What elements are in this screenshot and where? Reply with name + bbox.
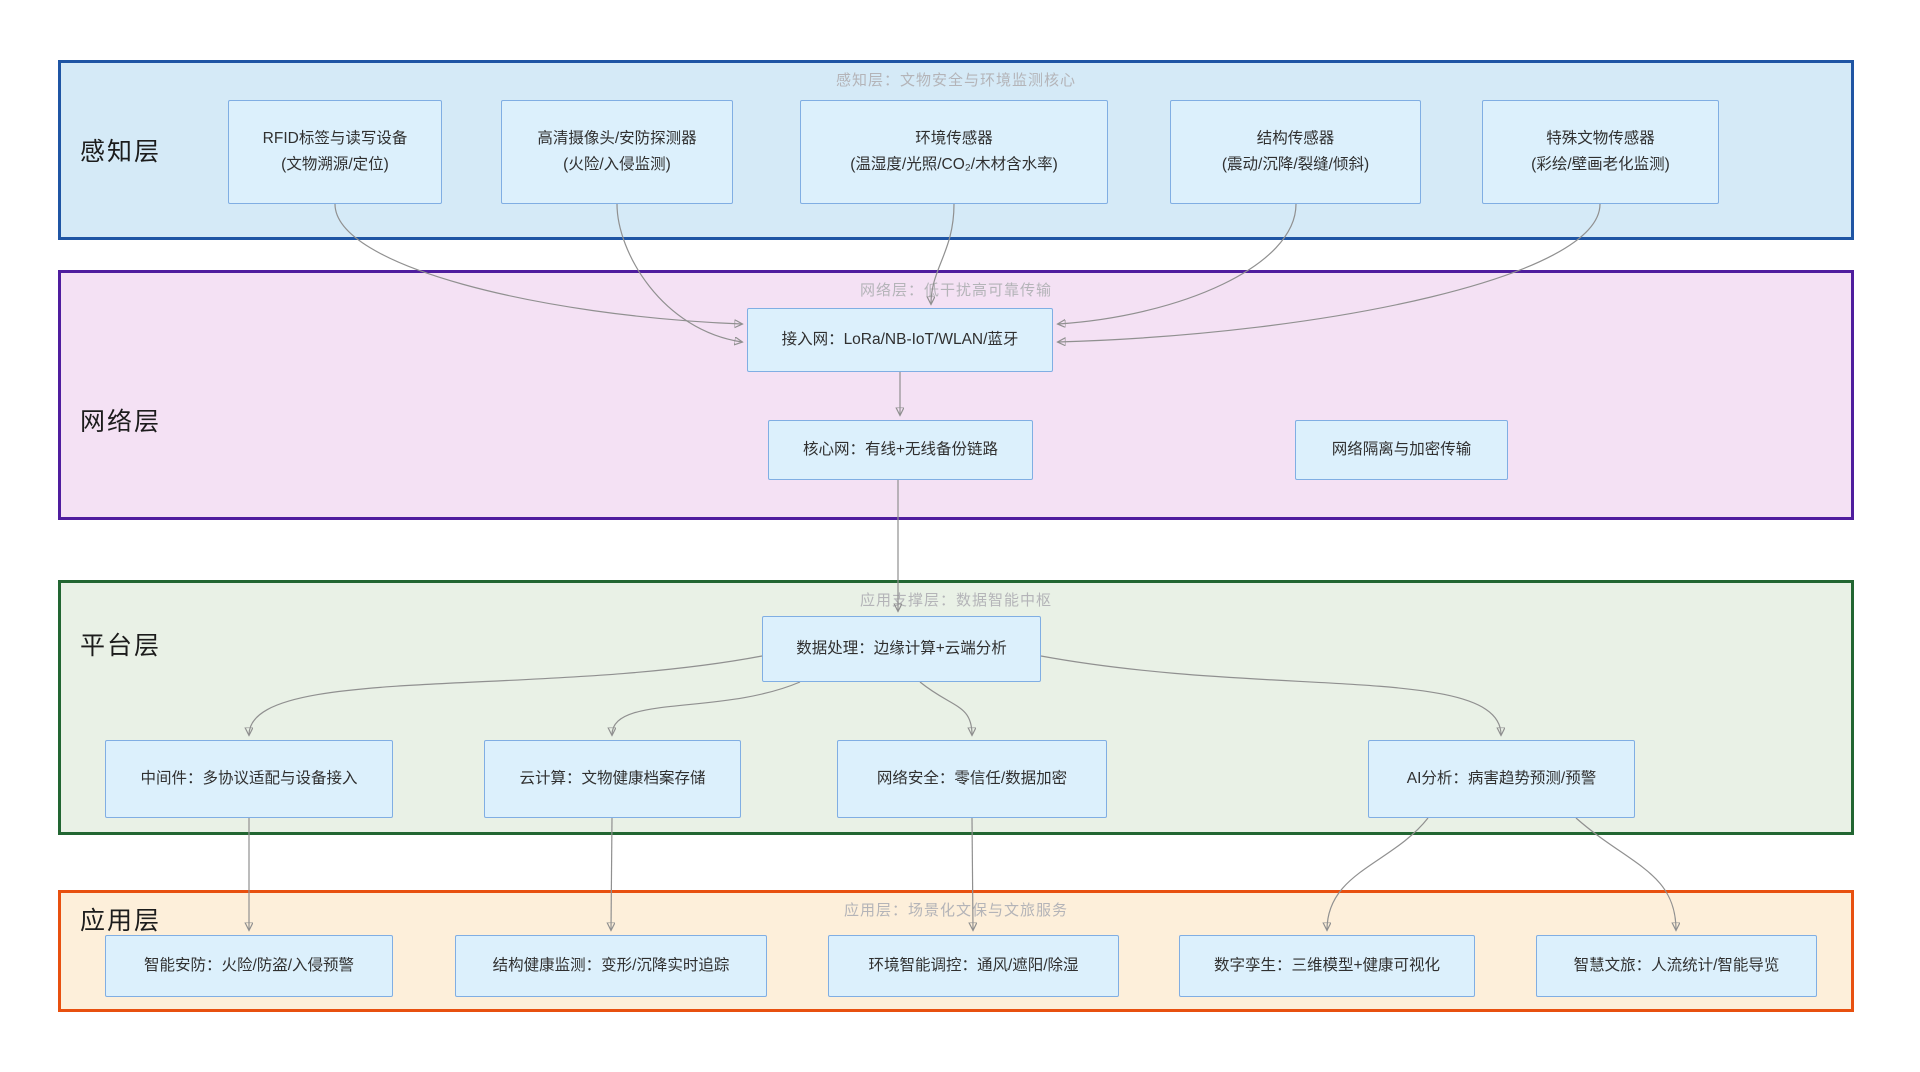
node-rfid-sensor: RFID标签与读写设备 (文物溯源/定位): [228, 100, 442, 204]
node-camera-line2: (火险/入侵监测): [563, 156, 671, 173]
node-middleware: 中间件：多协议适配与设备接入: [105, 740, 393, 818]
layer-platform-label: 平台层: [80, 632, 162, 660]
node-rfid-line1: RFID标签与读写设备: [262, 129, 408, 147]
node-env-line2: (温湿度/光照/CO₂/木材含水率): [850, 156, 1058, 173]
node-network-isolation: 网络隔离与加密传输: [1295, 420, 1508, 480]
layer-platform-caption: 应用支撑层：数据智能中枢: [859, 592, 1052, 609]
node-special-line2: (彩绘/壁画老化监测): [1531, 156, 1670, 173]
node-access-network: 接入网：LoRa/NB-IoT/WLAN/蓝牙: [747, 308, 1053, 372]
layer-perception-label: 感知层: [80, 138, 162, 166]
node-structural-health: 结构健康监测：变形/沉降实时追踪: [455, 935, 767, 997]
layer-network-label: 网络层: [80, 408, 162, 436]
node-smart-tourism: 智慧文旅：人流统计/智能导览: [1536, 935, 1817, 997]
layer-application-caption: 应用层：场景化文保与文旅服务: [843, 902, 1068, 919]
node-structure-sensor: 结构传感器 (震动/沉降/裂缝/倾斜): [1170, 100, 1421, 204]
layer-application-label: 应用层: [80, 907, 162, 935]
node-structure-line1: 结构传感器: [1256, 129, 1335, 147]
node-camera-sensor: 高清摄像头/安防探测器 (火险/入侵监测): [501, 100, 733, 204]
node-rfid-line2: (文物溯源/定位): [281, 156, 389, 173]
node-special-relic-sensor: 特殊文物传感器 (彩绘/壁画老化监测): [1482, 100, 1719, 204]
layer-perception-caption: 感知层：文物安全与环境监测核心: [835, 72, 1076, 89]
node-camera-line1: 高清摄像头/安防探测器: [537, 129, 697, 147]
layer-network-caption: 网络层：低干扰高可靠传输: [859, 282, 1052, 299]
node-smart-security: 智能安防：火险/防盗/入侵预警: [105, 935, 393, 997]
node-env-line1: 环境传感器: [915, 129, 993, 147]
node-structure-line2: (震动/沉降/裂缝/倾斜): [1221, 156, 1370, 173]
node-environment-control: 环境智能调控：通风/遮阳/除湿: [828, 935, 1119, 997]
node-digital-twin: 数字孪生：三维模型+健康可视化: [1179, 935, 1475, 997]
node-environment-sensor: 环境传感器 (温湿度/光照/CO₂/木材含水率): [800, 100, 1108, 204]
node-network-security: 网络安全：零信任/数据加密: [837, 740, 1107, 818]
node-special-line1: 特殊文物传感器: [1546, 129, 1655, 147]
node-data-processing: 数据处理：边缘计算+云端分析: [762, 616, 1041, 682]
node-core-network: 核心网：有线+无线备份链路: [768, 420, 1033, 480]
node-cloud-computing: 云计算：文物健康档案存储: [484, 740, 741, 818]
node-ai-analysis: AI分析：病害趋势预测/预警: [1368, 740, 1635, 818]
